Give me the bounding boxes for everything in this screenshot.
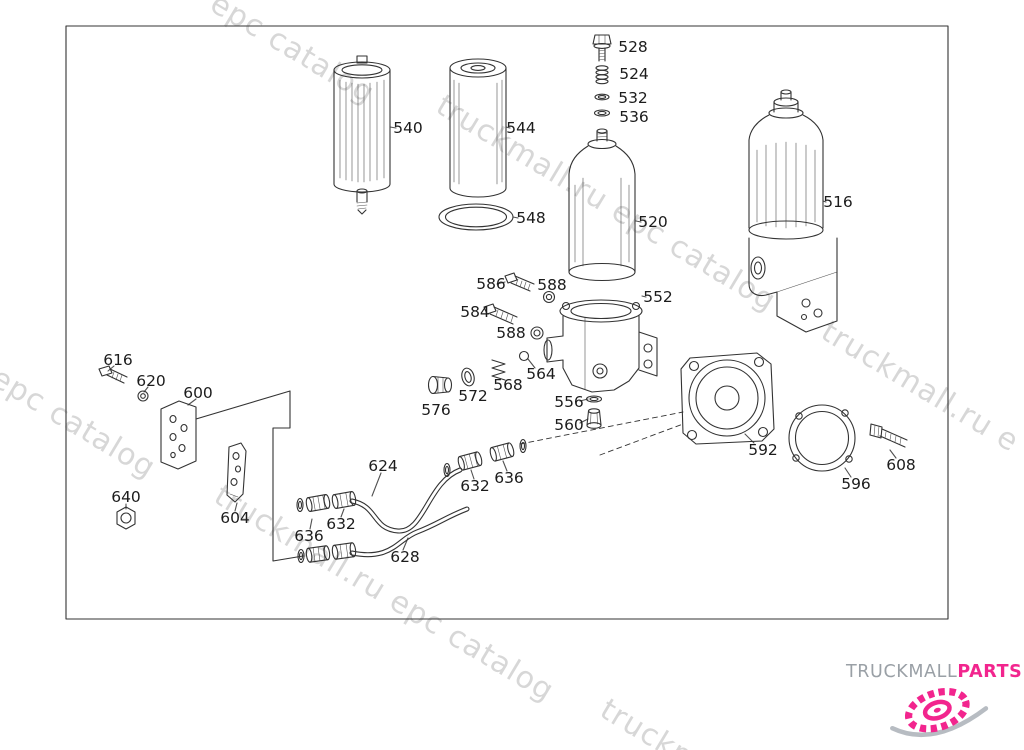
part-596-gasket [788,404,856,472]
part-label-520: 520 [638,213,668,231]
part-576-screw-plug [427,375,453,395]
part-label-616: 616 [103,351,133,369]
part-label-600: 600 [183,384,213,402]
leader-lines [107,126,897,551]
part-label-532: 532 [618,89,648,107]
part-524-spring [595,65,609,85]
part-608-bolt [869,423,908,448]
part-584-bolt [483,303,518,325]
part-560-cap-nut [586,408,602,429]
part-label-640: 640 [111,488,141,506]
part-588-washer-lower [530,326,544,340]
part-label-588: 588 [537,276,567,294]
logo-brand-accent: PARTS [957,662,1023,682]
part-label-568: 568 [493,376,523,394]
part-label-592: 592 [748,441,778,459]
part-636-seal-right [443,462,451,478]
part-label-632: 632 [326,515,356,533]
part-588-washer-upper [542,290,556,304]
truckmall-logo: TRUCKMALLPARTS [846,662,1022,748]
part-label-528: 528 [618,38,648,56]
part-540-filter-cartridge [333,55,391,215]
logo-brand: TRUCKMALL [846,662,958,682]
part-564-ball [518,350,530,362]
part-552-filter-head [543,299,658,393]
part-624-pipe [349,467,463,534]
part-label-620: 620 [136,372,166,390]
part-label-608: 608 [886,456,916,474]
part-536-washer [593,109,611,117]
part-label-536: 536 [619,108,649,126]
part-632-union-lower-left [305,545,331,563]
part-636-seal-right-2 [519,438,527,454]
part-label-556: 556 [554,393,584,411]
part-label-524: 524 [619,65,649,83]
connection-lines [195,390,684,562]
part-568-spring [491,359,506,381]
part-516-filter-assembly [748,89,838,333]
part-label-544: 544 [506,119,536,137]
part-label-552: 552 [643,288,673,306]
part-label-576: 576 [421,401,451,419]
part-label-586: 586 [476,275,506,293]
diagram-border [65,25,949,620]
part-520-filter-housing [568,128,636,282]
part-616-bolt [98,365,128,384]
part-586-bolt [504,272,535,292]
part-label-604: 604 [220,509,250,527]
part-label-632: 632 [460,477,490,495]
part-label-636: 636 [294,527,324,545]
part-532-washer [594,93,610,101]
part-632-union-upper-left [305,493,331,513]
part-572-seal-ring [461,367,475,387]
part-label-584: 584 [460,303,490,321]
part-label-636: 636 [494,469,524,487]
part-544-filter-element [449,58,507,198]
part-label-624: 624 [368,457,398,475]
logo-wordmark: TRUCKMALLPARTS [846,662,1022,682]
part-620-washer [137,390,149,402]
part-628-pipe [349,506,470,558]
part-632-union-lower-left-2 [331,542,357,560]
truckmall-gear-icon [890,687,989,737]
part-528-bolt [592,34,612,62]
part-label-588: 588 [496,324,526,342]
part-label-560: 560 [554,416,584,434]
part-592-adapter-plate [680,352,775,445]
part-636-union-right-2 [489,442,515,462]
part-label-516: 516 [823,193,853,211]
part-label-540: 540 [393,119,423,137]
part-label-628: 628 [390,548,420,566]
part-label-564: 564 [526,365,556,383]
part-632-union-right [457,451,483,471]
part-label-596: 596 [841,475,871,493]
part-600-bracket [160,400,197,470]
part-636-seal-upper-left [296,497,304,513]
part-604-plate [226,442,247,503]
part-label-572: 572 [458,387,488,405]
part-632-union-upper-left-2 [331,490,357,510]
part-label-548: 548 [516,209,546,227]
